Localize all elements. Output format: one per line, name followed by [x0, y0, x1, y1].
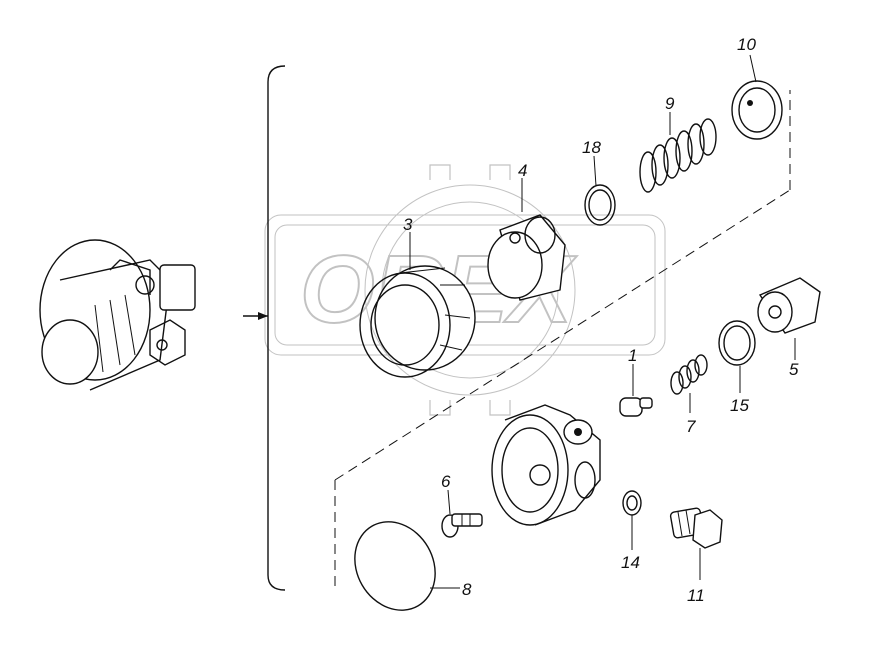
part-9-spring: [639, 118, 717, 193]
callout-10: 10: [737, 35, 756, 54]
part-3-ring-nut: [359, 265, 476, 378]
callout-18: 18: [582, 138, 601, 157]
part-6-screw: [441, 513, 483, 538]
assembly-bracket: [267, 65, 286, 591]
callout-4: 4: [518, 161, 527, 180]
part-11-bolt: [669, 507, 723, 549]
assembled-valve-unit: [39, 239, 196, 391]
part-8-cover-disc: [354, 521, 436, 611]
assembly-dashed-lines: [334, 90, 791, 590]
valve-housing: [491, 404, 601, 526]
bracket-arrow-head: [258, 312, 268, 320]
part-14-washer: [622, 490, 642, 516]
callout-3: 3: [403, 215, 413, 234]
callout-leader-lines: [409, 54, 796, 589]
part-10-diaphragm: [731, 80, 783, 140]
part-18-o-ring: [584, 184, 616, 226]
part-15-seal-ring: [718, 320, 756, 366]
callout-15: 15: [730, 396, 749, 415]
callout-1: 1: [628, 346, 637, 365]
callout-7: 7: [686, 417, 696, 436]
callout-9: 9: [665, 94, 675, 113]
part-5-plug: [757, 277, 821, 334]
callout-6: 6: [441, 472, 451, 491]
callout-5: 5: [789, 360, 799, 379]
part-1-valve-pin: [619, 397, 653, 417]
part-4-cap: [487, 214, 566, 301]
part-7-small-spring: [670, 354, 708, 395]
callout-8: 8: [462, 580, 472, 599]
callout-14: 14: [621, 553, 640, 572]
callout-11: 11: [687, 586, 705, 605]
